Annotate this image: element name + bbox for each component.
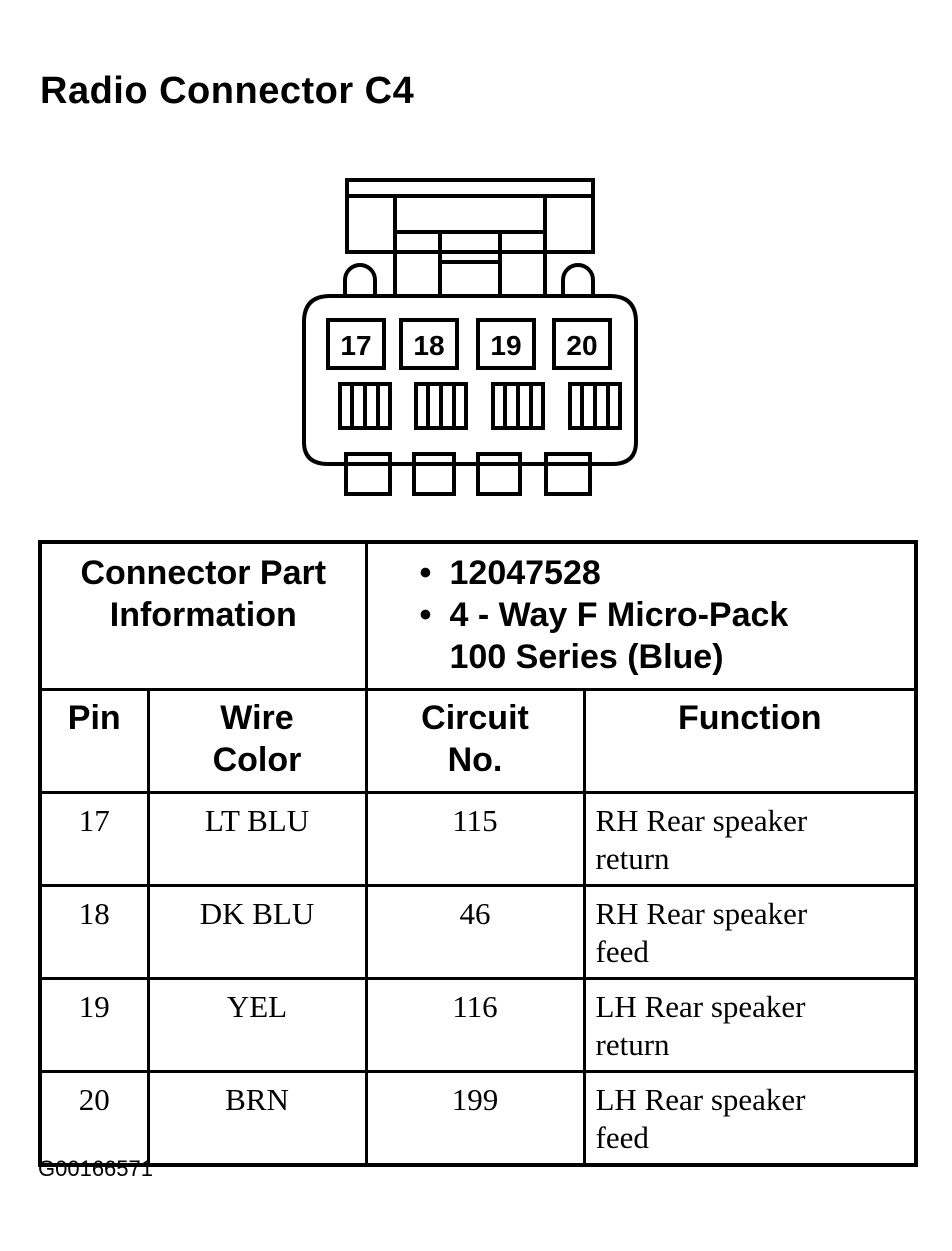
col-header-wire-color: Wire Color	[146, 688, 368, 794]
wire-color-cell: BRN	[146, 1070, 368, 1167]
latch-center	[393, 194, 547, 298]
col-header-wire-line1: Wire	[220, 699, 294, 737]
part-number: 12047528	[449, 554, 601, 592]
connector-body	[302, 294, 638, 466]
diagram-title: Radio Connector C4	[40, 70, 415, 112]
col-header-wire-line2: Color	[212, 741, 302, 779]
circuit-cell: 46	[364, 884, 586, 980]
col-header-circuit: Circuit No.	[364, 688, 586, 794]
column-header-row: Pin Wire Color Circuit No. Function	[38, 688, 918, 794]
circuit-cell: 115	[364, 791, 586, 887]
pin-box-17	[326, 318, 386, 370]
col-header-pin-text: Pin	[67, 699, 121, 737]
connector-face-diagram: 17 18 19 20	[302, 178, 638, 496]
pin-box-19	[476, 318, 536, 370]
col-header-function: Function	[582, 688, 918, 794]
part-desc-line1: 4 - Way F Micro-Pack	[449, 596, 789, 634]
table-row: 18 DK BLU 46 RH Rear speaker feed	[38, 884, 918, 980]
part-info-row: Connector Part Information • 12047528 • 4 …	[38, 540, 918, 691]
function-line1: RH Rear speaker	[595, 803, 808, 838]
pin-cell: 20	[38, 1070, 150, 1167]
figure-id: G00166571	[38, 1156, 153, 1181]
pin-label-18: 18	[413, 330, 444, 361]
function-line2: feed	[595, 934, 649, 969]
col-header-circuit-line2: No.	[447, 741, 503, 779]
function-line1: RH Rear speaker	[595, 896, 808, 931]
function-line2: return	[595, 841, 670, 876]
terminal-cavity-17	[338, 382, 392, 430]
function-cell: RH Rear speaker return	[582, 791, 918, 887]
function-cell: RH Rear speaker feed	[582, 884, 918, 980]
pin-label-20: 20	[566, 330, 597, 361]
pin-box-20	[552, 318, 612, 370]
part-info-label-line2: Information	[109, 596, 297, 634]
pin-cell: 19	[38, 977, 150, 1073]
col-header-pin: Pin	[38, 688, 150, 794]
bullet-icon: •	[419, 554, 432, 592]
pin-cell: 18	[38, 884, 150, 980]
part-info-label-cell: Connector Part Information	[38, 540, 368, 691]
wire-color-cell: YEL	[146, 977, 368, 1073]
col-header-circuit-line1: Circuit	[421, 699, 529, 737]
part-info-label-line1: Connector Part	[80, 554, 327, 592]
circuit-cell: 116	[364, 977, 586, 1073]
circuit-cell: 199	[364, 1070, 586, 1167]
latch-housing	[345, 178, 595, 254]
left-lock-tab	[343, 263, 377, 296]
bullet-icon: •	[419, 596, 432, 634]
wire-color-cell: LT BLU	[146, 791, 368, 887]
terminal-cavity-19	[491, 382, 545, 430]
part-info-value-cell: • 12047528 • 4 - Way F Micro-Pack 100 Seri…	[364, 540, 918, 691]
right-lock-tab	[561, 263, 595, 296]
pin-label-17: 17	[340, 330, 371, 361]
connector-info-table: Connector Part Information • 12047528 • 4 …	[38, 540, 918, 1167]
function-line2: return	[595, 1027, 670, 1062]
function-cell: LH Rear speaker return	[582, 977, 918, 1073]
pin-cell: 17	[38, 791, 150, 887]
terminal-cavity-20	[568, 382, 622, 430]
part-desc-line2: 100 Series (Blue)	[449, 638, 724, 676]
table-row: 20 BRN 199 LH Rear speaker feed	[38, 1070, 918, 1167]
function-cell: LH Rear speaker feed	[582, 1070, 918, 1167]
function-line2: feed	[595, 1120, 649, 1155]
table-row: 17 LT BLU 115 RH Rear speaker return	[38, 791, 918, 887]
terminal-cavity-18	[414, 382, 468, 430]
wire-color-cell: DK BLU	[146, 884, 368, 980]
pin-label-19: 19	[490, 330, 521, 361]
pin-box-18	[399, 318, 459, 370]
table-row: 19 YEL 116 LH Rear speaker return	[38, 977, 918, 1073]
col-header-function-text: Function	[677, 699, 822, 737]
function-line1: LH Rear speaker	[595, 989, 806, 1024]
function-line1: LH Rear speaker	[595, 1082, 806, 1117]
